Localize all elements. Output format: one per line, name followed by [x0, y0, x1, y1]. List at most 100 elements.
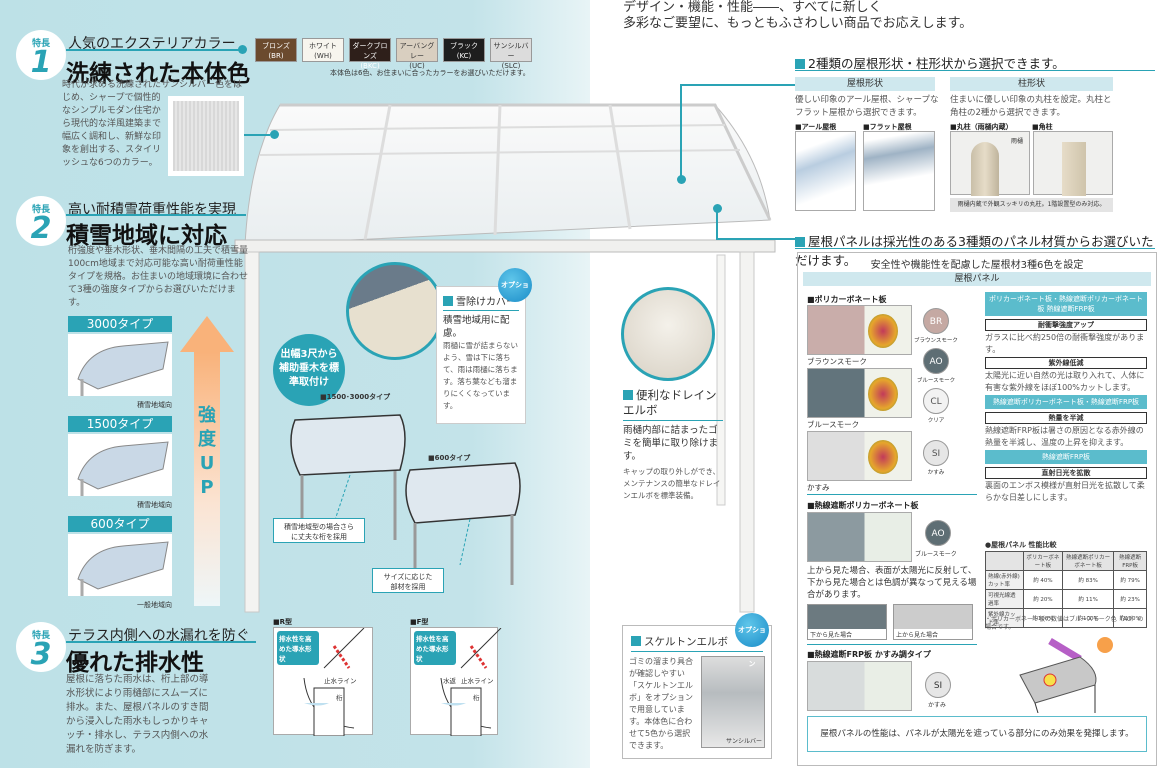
leader-line — [680, 84, 795, 86]
panel-color-swatch: CL — [923, 388, 949, 414]
feature-text: 熱線遮断FRP板は暑さの原因となる赤外線の熱量を半減し、温度の上昇を抑えます。 — [985, 426, 1144, 447]
performance-table: ポリカーボネート板熱線遮断ポリカーボネート板熱線遮断FRP板熱線(赤外線)カット… — [985, 551, 1147, 628]
diagram-label: ■F型 — [410, 618, 429, 626]
table-cell: 約100% — [1113, 608, 1147, 628]
square-post-photo — [1033, 131, 1113, 196]
table-cell: 約100% — [1022, 608, 1064, 628]
divider — [795, 248, 1155, 249]
carport-illustration — [234, 103, 776, 613]
heat-poly-name: ブルースモーク — [915, 551, 957, 558]
r-roof-photo — [795, 131, 856, 211]
note-b: サイズに応じた部材を採用 — [372, 568, 444, 593]
color-swatch: ホワイト(WH) — [302, 38, 344, 62]
feature-head: 紫外線低減 — [985, 357, 1147, 369]
feature-1-body: 時代が求める洗練されたサンシルバー色をはじめ、シャープで個性的なシンプルモダン住… — [62, 80, 243, 168]
color-swatch: サンシルバー(SLC) — [490, 38, 532, 70]
panel-photo-label: かすみ — [807, 483, 830, 492]
callout: 排水性を高めた導水形状 — [414, 631, 456, 665]
leader-line — [716, 208, 718, 240]
skeleton-elbow-card: スケルトンエルボ ゴミの溜まり具合が確認しやすい「スケルトンエルボ」をオプション… — [622, 625, 772, 759]
feature-text: 太陽光に近い自然の光は取り入れて、人体に有害な紫外線をほぼ100%カットします。 — [985, 371, 1145, 392]
table-cell: 約100% — [1062, 608, 1115, 628]
swatch-name: ブラック — [450, 42, 478, 50]
stop-line-label: 止水ライン — [461, 677, 494, 685]
leader-line — [66, 49, 242, 51]
heat-frp-title: ■熱線遮断FRP板 かすみ調タイプ — [807, 650, 931, 659]
panel-photo-label: ブラウンスモーク — [807, 357, 867, 366]
leader-line — [716, 238, 795, 240]
snow-cover-lead: 積雪地域用に配慮。 — [443, 315, 510, 339]
texture-sample — [168, 96, 244, 176]
leader-line — [66, 641, 256, 643]
table-cell: 約 79% — [1113, 570, 1147, 590]
divider — [807, 644, 977, 645]
above-view: 上から見た場合 — [893, 604, 973, 640]
type-a-label: ■1500･3000タイプ — [320, 393, 391, 401]
flat-roof-label: ■フラット屋根 — [863, 123, 912, 131]
table-cell: 約 23% — [1113, 589, 1147, 609]
rafter-bubble: 出幅3尺から補助垂木を標準取付け — [273, 334, 345, 406]
panel-color-swatch: AO — [923, 348, 949, 374]
panel-color-name: クリア — [927, 418, 945, 424]
table-header: ポリカーボネート板 — [1022, 551, 1064, 571]
swatch-code: (KC) — [456, 52, 472, 60]
drain-diagram: 排水性を高めた導水形状止水ライン桁 — [273, 627, 373, 736]
roof-shape-bar: 屋根形状 — [795, 77, 935, 91]
panel-footer-note: 屋根パネルの性能は、パネルが太陽光を遮っている部分にのみ効果を発揮します。 — [807, 716, 1147, 752]
type-photo — [68, 534, 172, 596]
table-cell: 約 83% — [1062, 570, 1115, 590]
drain-elbow-photo — [621, 287, 715, 381]
post-shape-bar: 柱形状 — [950, 77, 1113, 91]
option-badge: オプション — [735, 613, 769, 668]
feature-text: ガラスに比べ約250倍の耐衝撃強度があります。 — [985, 333, 1145, 354]
swatch-code: (BKC) — [360, 62, 380, 70]
option-badge: オプション — [498, 268, 532, 323]
type-caption: 積雪地域向 — [137, 401, 172, 409]
callout: 排水性を高めた導水形状 — [277, 631, 319, 665]
type-photo — [68, 434, 172, 496]
feature-bar: ポリカーボネート板・熱線遮断ポリカーボネート板 熱線遮断FRP板 — [985, 292, 1147, 316]
panel-photo — [807, 368, 912, 418]
leader-dot — [270, 130, 279, 139]
swatch-name: アーバングレー — [399, 42, 435, 60]
flat-roof-photo — [863, 131, 935, 211]
note-a: 積雪地域型の場合さらに丈夫な桁を採用 — [273, 518, 365, 543]
panel-features: ポリカーボネート板・熱線遮断ポリカーボネート板 熱線遮断FRP板耐衝撃強度アップ… — [985, 290, 1147, 505]
panel-box — [797, 252, 1157, 766]
feature-head: 直射日光を拡散 — [985, 467, 1147, 479]
leader-dot — [677, 175, 686, 184]
heat-poly-note: 上から見た場合、表面が太陽光に反射して、下から見た場合とは色調が異なって見える場… — [807, 566, 977, 600]
swatch-code: (WH) — [314, 52, 332, 60]
sunlight-diagram — [1019, 637, 1113, 713]
table-cell: 熱線(赤外線)カット率 — [985, 570, 1024, 590]
round-post-label: ■丸柱（雨樋内蔵） — [950, 123, 1013, 131]
table-title: ●屋根パネル 性能比較 — [985, 541, 1057, 549]
heat-frp-swatch: SI — [925, 672, 951, 698]
feature-3-subtitle: テラス内側への水漏れを防ぐ — [68, 628, 250, 644]
panel-color-name: かすみ — [927, 470, 945, 476]
type-label: 1500タイプ — [68, 416, 172, 432]
divider — [807, 494, 977, 495]
snow-cover-body: 雨樋に雪が詰まらないよう、雪は下に落ちて、雨は雨樋に落ちます。落ち葉なども溜まり… — [443, 341, 518, 410]
color-swatch: ブラック (KC) — [443, 38, 485, 62]
color-swatch: ダークブロンズ(BKC) — [349, 38, 391, 70]
color-swatch: アーバングレー(UC) — [396, 38, 438, 70]
panel-color-name: ブルースモーク — [916, 378, 956, 384]
color-swatches: ブロンズ(BR)ホワイト(WH)ダークブロンズ(BKC)アーバングレー(UC)ブ… — [255, 38, 532, 70]
table-cell: 約 11% — [1062, 589, 1115, 609]
table-row: 熱線(赤外線)カット率約 40%約 83%約 79% — [985, 570, 1147, 590]
beam-label: 桁 — [473, 694, 480, 702]
feature-head: 熱量を半減 — [985, 412, 1147, 424]
heat-frp-name: かすみ — [928, 702, 947, 709]
type-b-label: ■600タイプ — [428, 454, 471, 462]
snow-cover-card: 雪除けカバー 積雪地域用に配慮。 雨樋に雪が詰まらないよう、雪は下に落ちて、雨は… — [436, 286, 526, 424]
skeleton-body: ゴミの溜まり具合が確認しやすい「スケルトンエルボ」をオプションで用意しています。… — [629, 657, 693, 750]
snow-cover-photo — [346, 262, 444, 360]
panel-photo — [807, 431, 912, 481]
swatch-code: (BR) — [268, 52, 284, 60]
heat-poly-swatch: AO — [925, 520, 951, 546]
colors-note: 本体色は6色、お住まいに合ったカラーをお選びいただけます。 — [330, 69, 530, 77]
drain-body: キャップの取り外しができ、メンテナンスの簡単なドレインエルボを標準装備。 — [623, 467, 721, 500]
table-row: 可視光線透過率約 20%約 11%約 23% — [985, 589, 1147, 609]
